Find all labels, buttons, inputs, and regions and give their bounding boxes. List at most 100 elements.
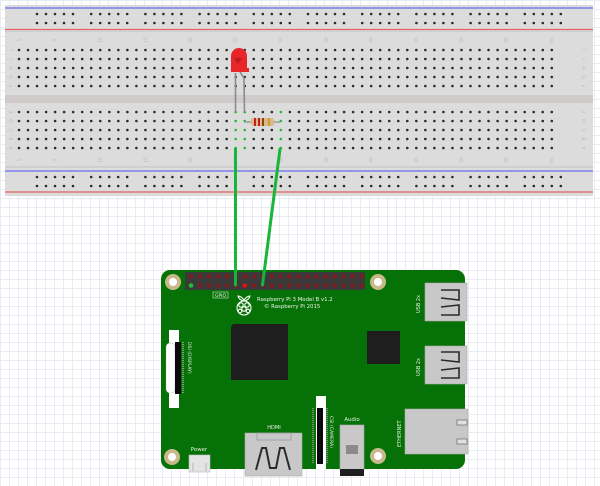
breadboard-hole[interactable]: [171, 146, 174, 150]
power-rail-hole[interactable]: [315, 175, 319, 179]
power-rail-hole[interactable]: [62, 12, 66, 16]
breadboard-hole[interactable]: [288, 119, 292, 123]
breadboard-hole[interactable]: [433, 57, 436, 61]
breadboard-hole[interactable]: [342, 128, 346, 132]
breadboard-hole[interactable]: [541, 57, 545, 61]
breadboard-hole[interactable]: [541, 48, 545, 52]
breadboard-hole[interactable]: [252, 146, 256, 150]
breadboard-hole[interactable]: [270, 66, 274, 70]
power-rail-hole[interactable]: [378, 175, 382, 179]
breadboard-hole[interactable]: [342, 75, 346, 79]
breadboard-hole[interactable]: [171, 128, 174, 132]
breadboard-hole[interactable]: [514, 48, 517, 52]
breadboard-hole[interactable]: [44, 137, 48, 141]
breadboard-hole[interactable]: [424, 119, 427, 123]
power-rail-hole[interactable]: [396, 21, 400, 25]
gpio-pin[interactable]: [359, 274, 364, 279]
breadboard-hole[interactable]: [117, 75, 120, 79]
breadboard-hole[interactable]: [532, 48, 536, 52]
breadboard-hole[interactable]: [153, 119, 156, 123]
breadboard-hole[interactable]: [460, 66, 463, 70]
breadboard-hole[interactable]: [505, 57, 508, 61]
power-rail-hole[interactable]: [387, 21, 391, 25]
breadboard-hole[interactable]: [460, 119, 463, 123]
breadboard-hole[interactable]: [306, 57, 310, 61]
breadboard-hole[interactable]: [315, 128, 319, 132]
breadboard-hole[interactable]: [369, 128, 373, 132]
power-rail-hole[interactable]: [144, 184, 147, 188]
power-rail-hole[interactable]: [53, 175, 57, 179]
breadboard-hole[interactable]: [144, 66, 147, 70]
power-rail-hole[interactable]: [53, 12, 57, 16]
breadboard-hole[interactable]: [252, 66, 256, 70]
power-rail-hole[interactable]: [541, 184, 545, 188]
power-rail-hole[interactable]: [369, 184, 373, 188]
breadboard-hole[interactable]: [162, 128, 165, 132]
breadboard-hole[interactable]: [216, 75, 219, 79]
breadboard-hole[interactable]: [369, 48, 373, 52]
power-rail-hole[interactable]: [261, 12, 265, 16]
gpio-pin[interactable]: [314, 283, 319, 288]
breadboard-hole[interactable]: [35, 137, 39, 141]
breadboard-hole[interactable]: [153, 57, 156, 61]
breadboard-hole[interactable]: [189, 75, 192, 79]
breadboard-hole[interactable]: [451, 128, 454, 132]
breadboard-hole[interactable]: [478, 66, 481, 70]
breadboard-hole[interactable]: [216, 128, 219, 132]
breadboard-hole[interactable]: [433, 84, 436, 88]
breadboard-hole[interactable]: [496, 75, 499, 79]
breadboard-hole[interactable]: [207, 75, 210, 79]
breadboard-hole[interactable]: [469, 137, 472, 141]
gpio-pin[interactable]: [332, 274, 337, 279]
breadboard-hole[interactable]: [496, 128, 499, 132]
breadboard-hole[interactable]: [44, 48, 48, 52]
breadboard-hole[interactable]: [514, 146, 517, 150]
breadboard-hole[interactable]: [342, 66, 346, 70]
breadboard-hole[interactable]: [162, 119, 165, 123]
breadboard-hole[interactable]: [80, 146, 84, 150]
power-rail-hole[interactable]: [496, 12, 499, 16]
breadboard-hole[interactable]: [451, 57, 454, 61]
power-rail-hole[interactable]: [144, 175, 147, 179]
power-rail-hole[interactable]: [35, 12, 39, 16]
breadboard-hole[interactable]: [451, 48, 454, 52]
breadboard-hole[interactable]: [360, 137, 364, 141]
breadboard-hole[interactable]: [505, 48, 508, 52]
breadboard-hole[interactable]: [333, 48, 337, 52]
power-rail-hole[interactable]: [53, 184, 57, 188]
breadboard-hole[interactable]: [487, 57, 490, 61]
breadboard-hole[interactable]: [306, 128, 310, 132]
breadboard-hole[interactable]: [405, 66, 409, 70]
breadboard-hole[interactable]: [135, 75, 138, 79]
breadboard-hole[interactable]: [117, 57, 120, 61]
power-rail-hole[interactable]: [451, 175, 454, 179]
breadboard-hole[interactable]: [351, 137, 355, 141]
breadboard-hole[interactable]: [478, 84, 481, 88]
breadboard-hole[interactable]: [514, 57, 517, 61]
power-rail-hole[interactable]: [216, 21, 219, 25]
breadboard-hole[interactable]: [162, 146, 165, 150]
power-rail-hole[interactable]: [225, 175, 228, 179]
breadboard-hole[interactable]: [171, 48, 174, 52]
breadboard-hole[interactable]: [333, 75, 337, 79]
gpio-pin[interactable]: [242, 274, 248, 279]
breadboard-hole[interactable]: [26, 110, 30, 114]
breadboard-hole[interactable]: [324, 75, 328, 79]
power-rail-hole[interactable]: [35, 175, 39, 179]
breadboard-hole[interactable]: [44, 75, 48, 79]
breadboard-hole[interactable]: [478, 48, 481, 52]
breadboard-hole[interactable]: [342, 48, 346, 52]
power-rail-hole[interactable]: [270, 184, 274, 188]
breadboard-hole[interactable]: [469, 84, 472, 88]
breadboard-hole[interactable]: [26, 137, 30, 141]
breadboard-hole[interactable]: [315, 48, 319, 52]
gpio-pin[interactable]: [314, 274, 319, 279]
breadboard-hole[interactable]: [451, 66, 454, 70]
power-rail-hole[interactable]: [125, 21, 129, 25]
power-rail-hole[interactable]: [125, 12, 129, 16]
breadboard-hole[interactable]: [171, 75, 174, 79]
breadboard-hole[interactable]: [53, 110, 57, 114]
power-rail-hole[interactable]: [378, 184, 382, 188]
breadboard-hole[interactable]: [98, 146, 102, 150]
power-rail-hole[interactable]: [44, 21, 48, 25]
